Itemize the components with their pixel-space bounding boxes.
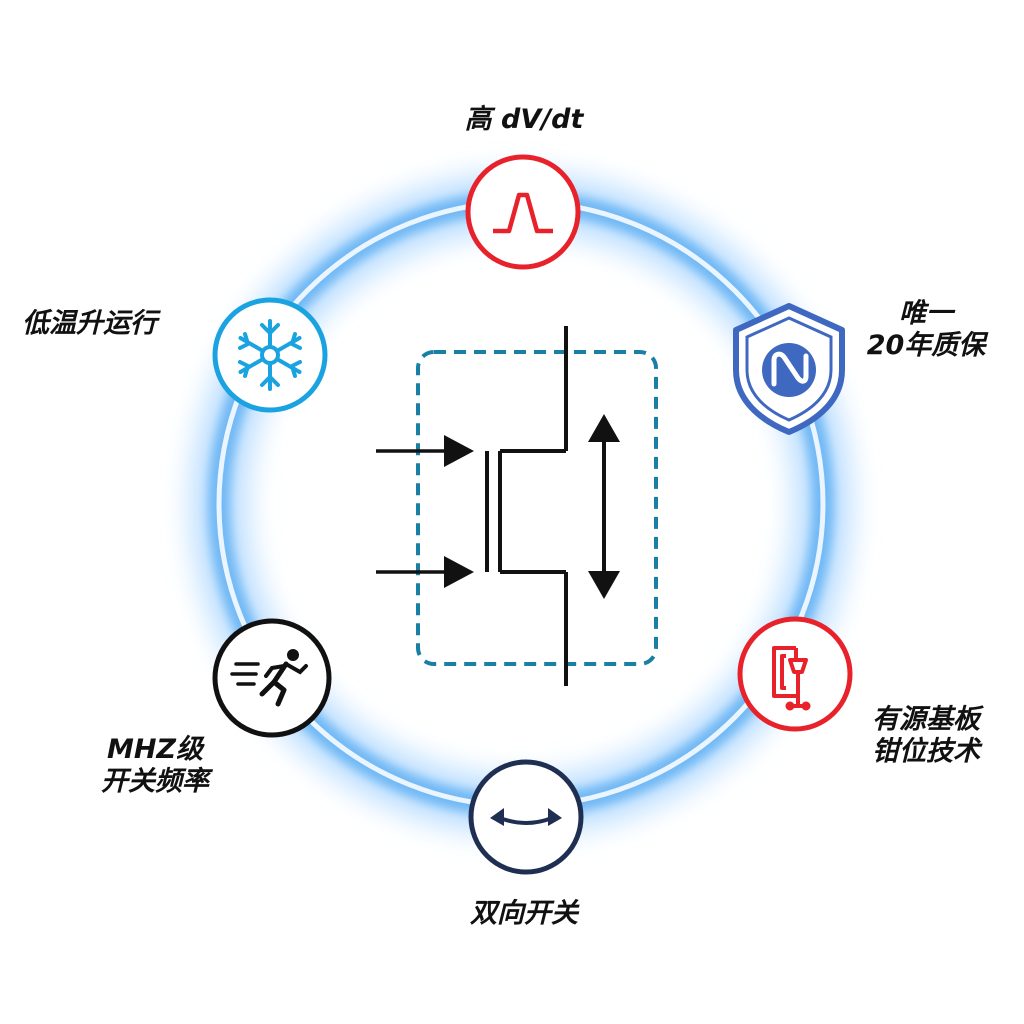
mhz-badge — [212, 618, 332, 738]
bidirectional-label: 双向开关 — [470, 898, 578, 929]
warranty-label: 唯一 20年质保 — [866, 298, 986, 361]
dvdt-label: 高 dV/dt — [464, 104, 584, 135]
dvdt-badge — [465, 154, 581, 270]
up-arrow-icon — [588, 414, 620, 442]
mhz-label: MHZ级 开关频率 — [101, 734, 209, 797]
bidirectional-arrow-icon — [490, 808, 562, 826]
dashed-boundary-box — [416, 350, 658, 666]
transistor-symbol — [376, 326, 658, 686]
pulse-icon — [493, 192, 553, 234]
gate-arrow-icon — [444, 435, 474, 467]
bidirectional-badge — [468, 759, 584, 875]
snowflake-icon — [238, 319, 302, 391]
clamp-label: 有源基板 钳位技术 — [872, 704, 980, 767]
warranty-badge — [733, 303, 845, 435]
low-temp-label: 低温升运行 — [22, 308, 157, 339]
down-arrow-icon — [588, 571, 620, 599]
gate-arrow-icon — [444, 556, 474, 588]
clamp-badge — [737, 616, 853, 732]
clamp-icon — [772, 646, 811, 711]
running-person-icon — [230, 649, 308, 707]
low-temp-badge — [212, 297, 328, 413]
